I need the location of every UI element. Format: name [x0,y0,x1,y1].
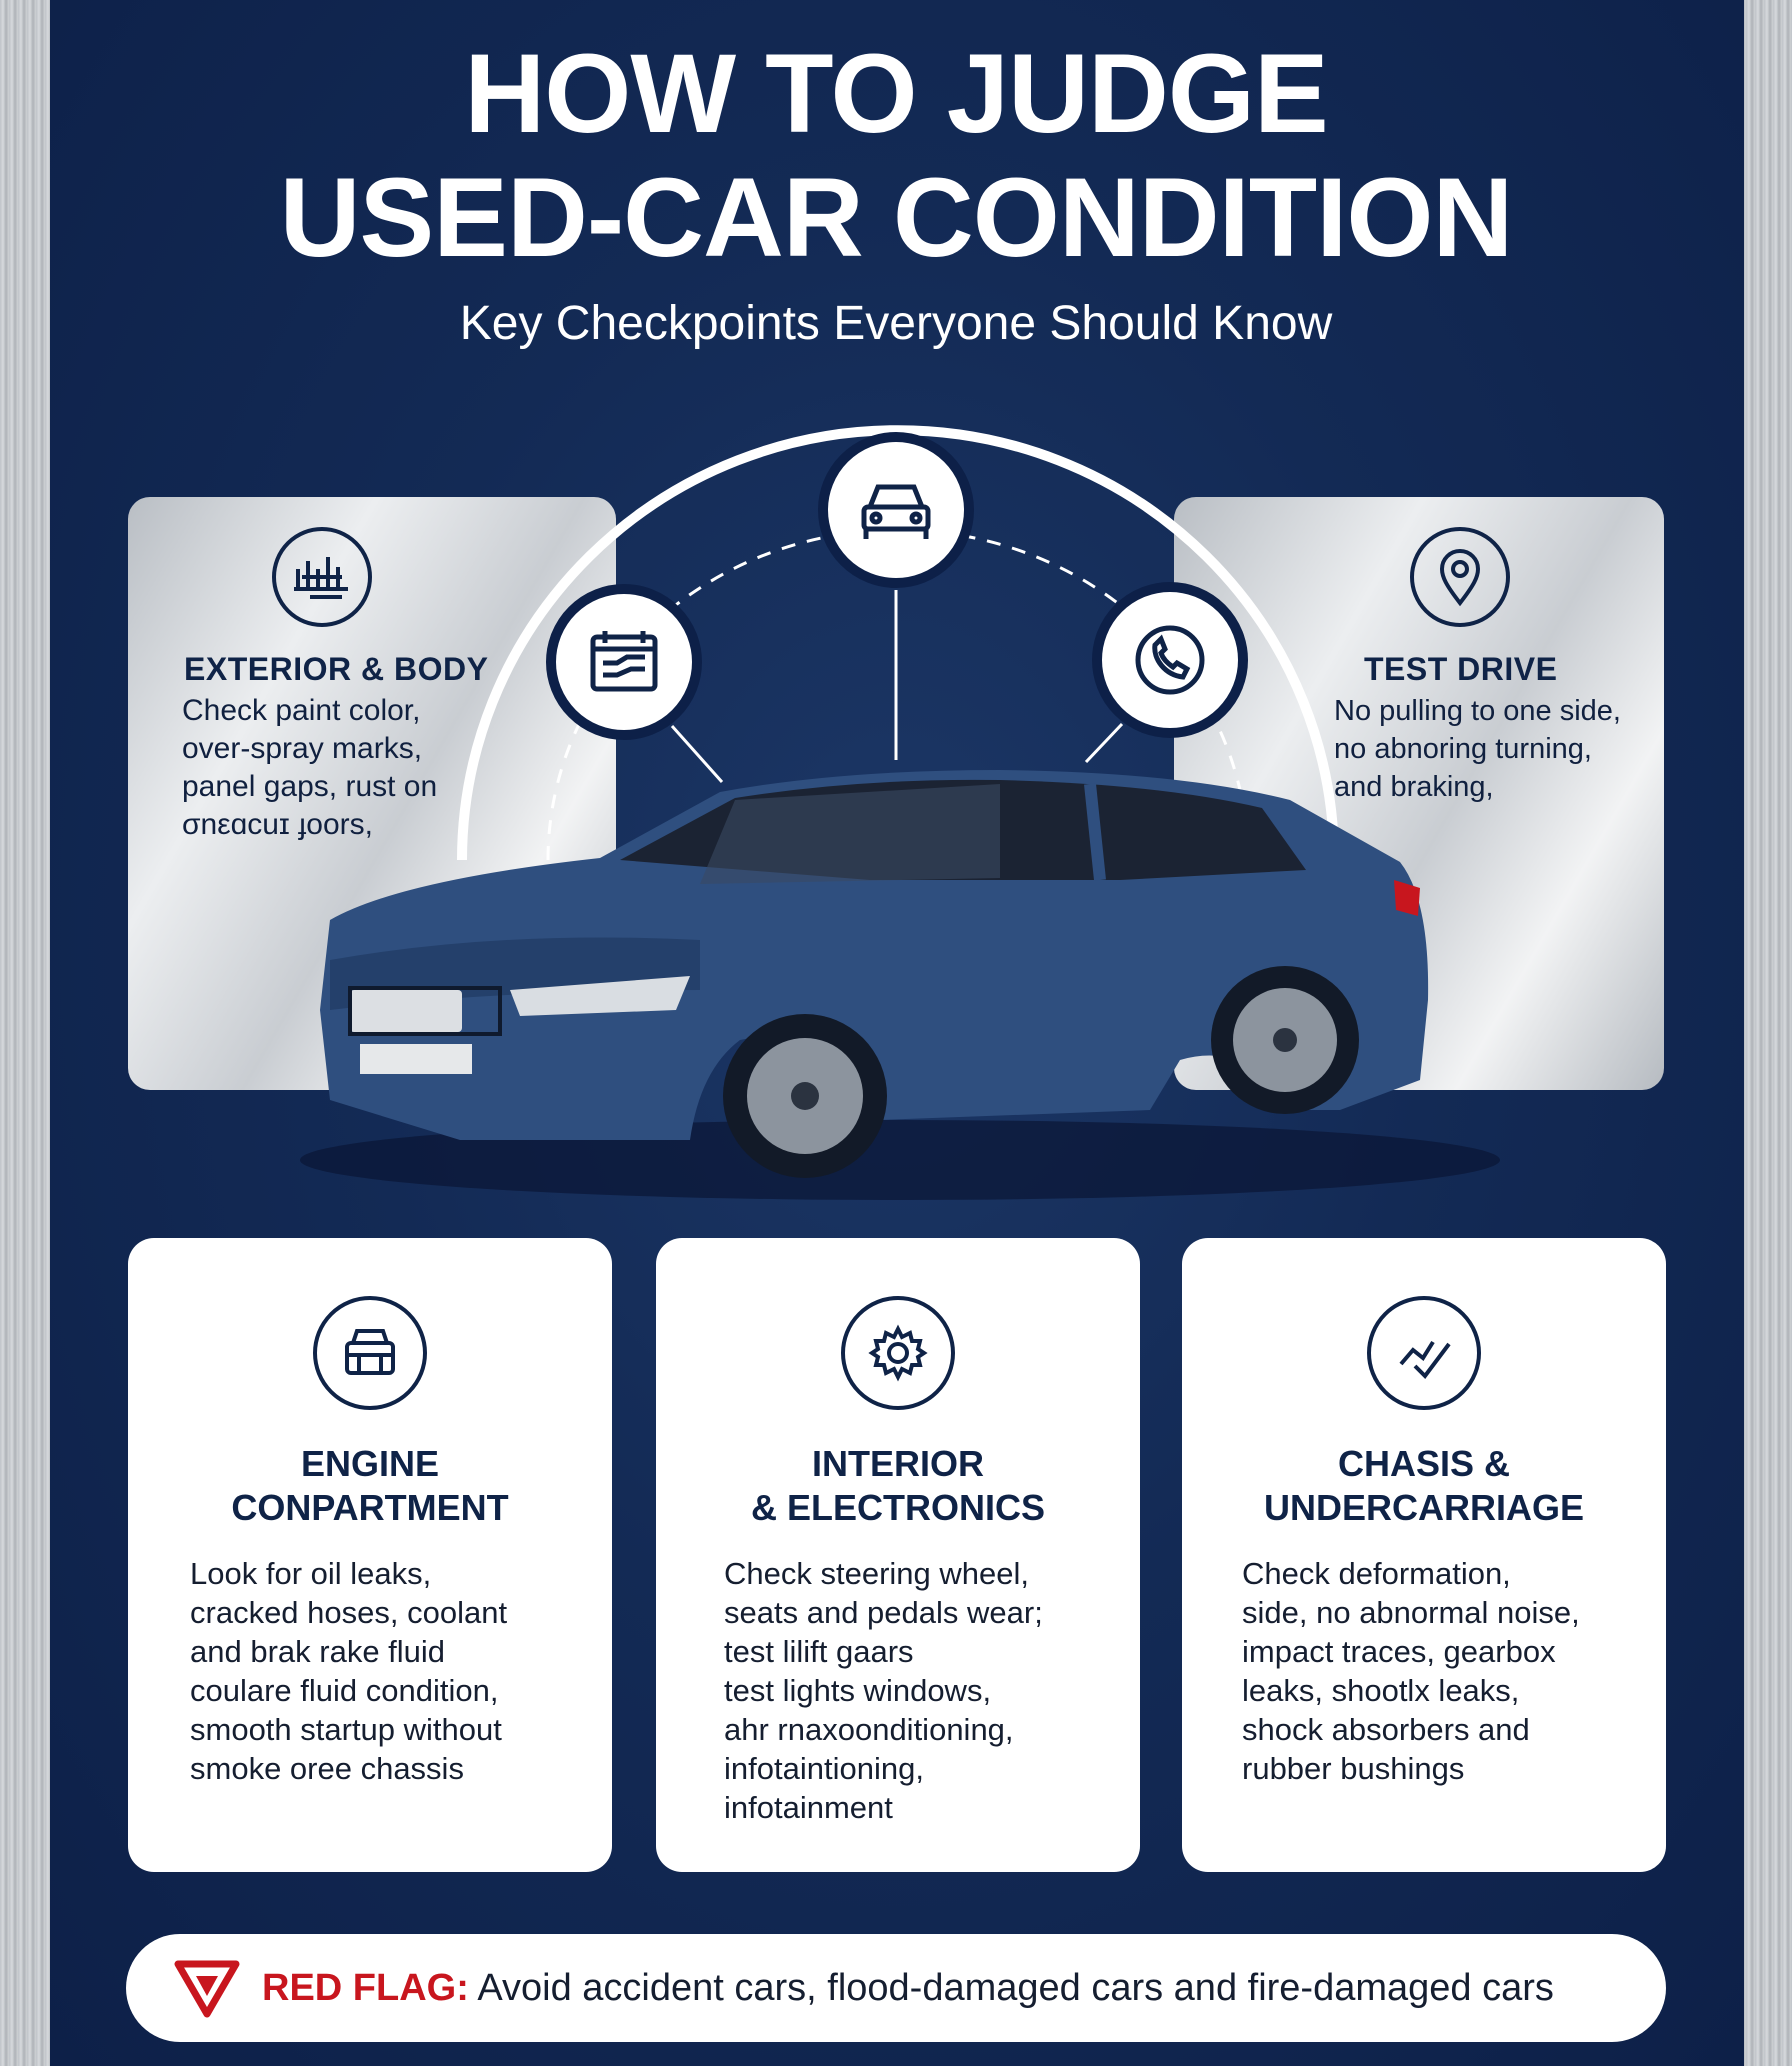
warning-triangle-icon [174,1960,240,2018]
red-flag-label: RED FLAG: [262,1967,469,2009]
interior-card: INTERIOR & ELECTRONICS Check steering wh… [656,1238,1140,1872]
chassis-title: CHASIS & UNDERCARRIAGE [1263,1443,1584,1528]
engine-card: ENGINE CONPARTMENT Look for oil leaks, c… [128,1238,612,1872]
red-flag-text: RED FLAG: Avoid accident cars, flood-dam… [262,1966,1554,2010]
page-title-line2: USED-CAR CONDITION [279,155,1514,280]
body-panel-icon [272,527,372,627]
test-drive-text: No pulling to one side, no abnoring turn… [1334,695,1621,803]
page-subtitle: Key Checkpoints Everyone Should Know [459,297,1333,350]
page-title-line1: HOW TO JUDGE [464,31,1328,156]
location-pin-icon [1410,527,1510,627]
interior-title: INTERIOR & ELECTRONICS [750,1443,1045,1528]
interior-text: Check steering wheel, seats and pedals w… [724,1556,1043,1825]
test-drive-title: TEST DRIVE [1364,651,1558,687]
steering-phone-icon [1135,625,1205,695]
engine-title: ENGINE CONPARTMENT [231,1443,509,1528]
chart-check-icon [1367,1296,1481,1410]
checklist-icon [590,631,658,692]
node-car-front [818,432,974,588]
outer-arc [457,425,1339,861]
car-illustration [300,770,1500,1200]
node-steering [1092,582,1248,738]
red-flag-message: Avoid accident cars, flood-damaged cars … [468,1967,1554,2009]
connector-right [1084,722,1124,764]
exterior-text: Check paint color, over-spray marks, pan… [182,694,438,841]
node-checklist [546,584,702,740]
exterior-title: EXTERIOR & BODY [184,651,489,687]
engine-text: Look for oil leaks, cracked hoses, coola… [190,1556,508,1786]
red-flag-banner: RED FLAG: Avoid accident cars, flood-dam… [126,1934,1666,2042]
gear-icon [841,1296,955,1410]
connector-left [670,725,724,783]
car-arc-diagram [300,425,1500,1200]
car-front-icon [861,484,931,539]
engine-icon [313,1296,427,1410]
chassis-card: CHASIS & UNDERCARRIAGE Check deformation… [1182,1238,1666,1872]
chassis-text: Check deformation, side, no abnormal noi… [1242,1556,1580,1786]
